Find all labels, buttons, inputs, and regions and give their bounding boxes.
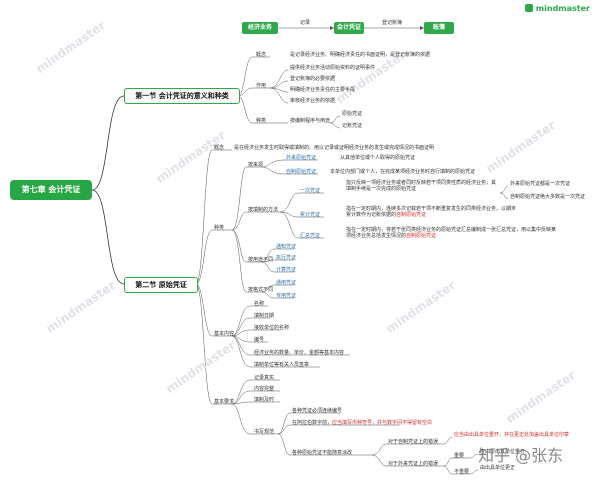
s2-by-format: 按格式不同	[248, 287, 274, 293]
s2-self-made-desc: 本单位内部门或个人，在完成某项经济业务时自行填制的原始凭证	[330, 169, 476, 175]
s1-type: 种类	[256, 118, 267, 124]
s2-concept-text: 是在经济业务发生时取得或填制的、用以记录或证明经济业务的发生或完成情况的书面证明	[234, 145, 435, 151]
s2-by-method: 按填制的方法	[248, 207, 279, 213]
s2-self-made: 自制原始凭证	[286, 169, 317, 175]
s2-content-item: 编号	[254, 337, 265, 343]
mindmaster-icon	[524, 4, 533, 12]
s2-self-error-desc: 应当由出具单位重开，并在更正处加盖出具单位印章	[454, 432, 570, 438]
s2-content-item: 经济业务的数量、单价、金额等基本内容	[254, 350, 345, 356]
s2-one-time: 一次凭证	[300, 188, 321, 194]
s2-ext-minor: 不重要	[454, 469, 470, 475]
s2-content-item: 填制日期	[254, 313, 275, 319]
s2-content-item: 名称	[254, 301, 265, 307]
s2-one-time-b: 自制原始凭证绝大多数是一次凭证	[510, 194, 586, 200]
s2-use-item: 通知凭证	[276, 244, 297, 250]
s2-writing-item-text: 在阿拉伯数字前，	[292, 420, 333, 426]
s2-writing-red: 应当填写币种符号，并与数字间不得留有空白	[332, 420, 433, 426]
s2-basic-content: 基本内容	[214, 331, 235, 337]
legend-economic: 经济业务	[242, 22, 278, 34]
s2-ext-error: 对于外来凭证上的错误	[388, 461, 439, 467]
s2-format-item: 通用凭证	[276, 280, 297, 286]
s2-one-time-desc: 指只反映一项经济业务或者同时反映若干项同类性质的经济业务，其填制手续是一次完成的…	[346, 180, 497, 192]
s1-role-item: 明确经济业务责任的主要手段	[290, 87, 356, 93]
s1-concept-text: 是记录经济业务、明确经济责任的书面证明，是登记账簿的依据	[290, 52, 431, 58]
s2-cumulative: 累计凭证	[300, 212, 321, 218]
s1-type-item: 原始凭证	[342, 111, 363, 117]
s2-summary-red: 自制原始凭证	[406, 233, 437, 239]
brand-logo: mindmaster	[524, 4, 590, 13]
legend-arrow-record: 记录	[300, 20, 311, 26]
s2-ext-important-desc: 应由原出具单位重开	[480, 449, 526, 455]
s2-one-time-a: 外来原始凭证都是一次凭证	[510, 181, 571, 187]
s2-cumulative-desc: 指在一定时期内，连续多次记载若干项不断重复发生的同类经济业务，以期末累计数作为记…	[346, 206, 516, 218]
s1-role-item: 登记账簿的必要依据	[290, 76, 336, 82]
s1-role-item: 审核经济业务的依据	[290, 98, 336, 104]
root-node: 第七章 会计凭证	[10, 180, 92, 200]
s1-type-item: 记账凭证	[342, 123, 363, 129]
s2-writing-item: 在阿拉伯数字前，应当填写币种符号，并与数字间不得留有空白	[292, 420, 432, 426]
s2-summary-desc-text: 指在一定时期内，将若干张同类经济业务的原始凭证汇总编制成一张汇总凭证，用以集中反…	[346, 227, 557, 239]
s2-ext-important: 重要	[454, 453, 465, 459]
s2-req-item: 填制及时	[254, 397, 275, 403]
legend-arrow-post: 登记账簿	[382, 20, 403, 26]
s2-basic-req: 基本要求	[214, 399, 235, 405]
s2-external-desc: 从其他单位或个人取得的原始凭证	[340, 155, 416, 161]
s2-format-item: 专用凭证	[276, 293, 297, 299]
section2-title: 第二节 原始凭证	[124, 277, 198, 293]
s2-summary: 汇总凭证	[300, 233, 321, 239]
brand-label: mindmaster	[535, 4, 590, 13]
s2-use-item: 执行凭证	[276, 255, 297, 261]
s2-external: 外来原始凭证	[286, 155, 317, 161]
s1-role: 作用	[256, 83, 267, 89]
s2-writing-item: 各种凭证必须连续编号	[292, 408, 343, 414]
s2-cumulative-red: 自制原始凭证	[396, 212, 427, 218]
legend-books: 账簿	[424, 22, 454, 34]
s2-use-item: 计算凭证	[276, 267, 297, 273]
s2-by-source: 按来源	[248, 162, 264, 168]
s1-concept: 概念	[256, 52, 267, 58]
s2-concept: 概念	[214, 145, 225, 151]
s2-self-error: 对于自制凭证上的错误	[388, 439, 439, 445]
s1-role-item: 提供经济业务活动原始资料的证明事件	[290, 65, 376, 71]
s2-cumulative-desc-text: 指在一定时期内，连续多次记载若干项不断重复发生的同类经济业务，以期末累计数作为记…	[346, 206, 517, 218]
credit-watermark: 知乎 @张东	[478, 446, 564, 465]
s2-kind: 种类	[214, 225, 225, 231]
s2-writing: 书写规范	[254, 429, 275, 435]
s2-content-item: 接收单位的名称	[254, 325, 290, 331]
section1-title: 第一节 会计凭证的意义和种类	[124, 88, 240, 104]
s2-req-item: 记录真实	[254, 375, 275, 381]
s2-ext-minor-desc: 由出具单位更正	[480, 465, 516, 471]
legend-voucher: 会计凭证	[334, 22, 364, 34]
s2-req-item: 内容完整	[254, 386, 275, 392]
s2-by-use: 按用途不同	[248, 257, 274, 263]
s1-by-procedure: 按编制程序与用途	[290, 118, 331, 124]
s2-handwriting: 各种原始凭证不能随意涂改	[292, 450, 353, 456]
s2-content-item: 填制单位等有关人员签章	[254, 362, 310, 368]
s2-summary-desc: 指在一定时期内，将若干张同类经济业务的原始凭证汇总编制成一张汇总凭证，用以集中反…	[346, 227, 556, 239]
